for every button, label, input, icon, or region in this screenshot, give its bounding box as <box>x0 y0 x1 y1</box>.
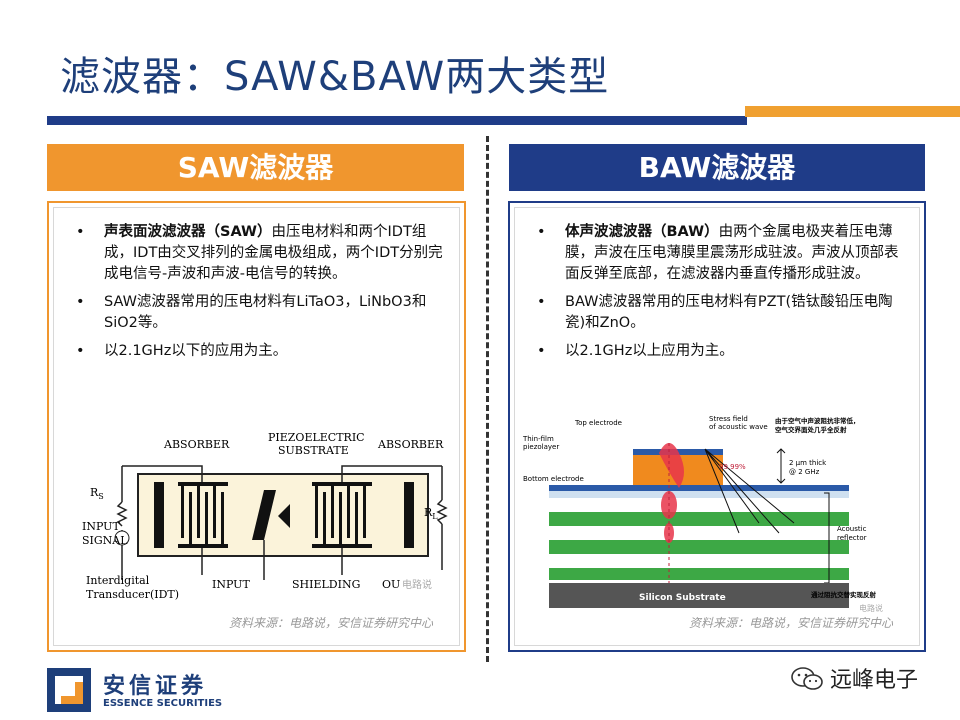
wechat-icon <box>791 667 823 690</box>
saw-input-source <box>114 530 130 546</box>
baw-silicon-substrate <box>549 583 849 608</box>
baw-label-grating: 通过阻抗交替实现反射 <box>811 590 877 599</box>
page-title: 滤波器：SAW&BAW两大类型 <box>60 54 610 100</box>
bullet-dot: • <box>76 343 85 359</box>
wechat-watermark: 远峰电子 <box>790 658 950 698</box>
saw-label-idt2: Transducer(IDT) <box>86 588 179 601</box>
logo-text-en: ESSENCE SECURITIES <box>103 698 223 709</box>
baw-label-stress2: of acoustic wave <box>709 423 768 431</box>
saw-shielding-bar <box>252 490 276 540</box>
logo-text-cn: 安信证券 <box>103 674 208 699</box>
baw-bullet-1: • 体声波滤波器（BAW）由两个金属电极夹着压电薄膜，声波在压电薄膜里震荡形成驻波… <box>529 222 905 285</box>
saw-load-resistor <box>436 466 448 570</box>
saw-absorber-left <box>154 482 164 548</box>
baw-source: 资料来源：电路说，安信证券研究中心 <box>688 616 893 630</box>
saw-label-shielding: SHIELDING <box>292 578 360 591</box>
saw-label-absorber-left: ABSORBER <box>163 438 230 451</box>
title-underline-blue <box>47 116 747 125</box>
baw-layer-green-1 <box>549 512 849 526</box>
saw-absorber-right <box>404 482 414 548</box>
saw-bullet-2-text: SAW滤波器常用的压电材料有LiTaO3，LiNbO3和SiO2等。 <box>104 294 427 331</box>
saw-label-piezo1: PIEZOELECTRIC <box>268 431 365 444</box>
essence-logo: 安信证券 ESSENCE SECURITIES <box>47 664 247 716</box>
saw-label-output: OU <box>382 578 400 591</box>
title-underline-orange <box>745 106 960 117</box>
baw-label-substrate: Silicon Substrate <box>639 593 726 603</box>
saw-source-resistor <box>116 466 128 570</box>
saw-panel-inner: • 声表面波滤波器（SAW）由压电材料和两个IDT组成，IDT由交叉排列的金属电极… <box>53 207 460 646</box>
baw-label-thick1: 2 μm thick <box>789 459 827 467</box>
bullet-dot: • <box>537 294 546 310</box>
baw-reflection-lines <box>704 448 795 534</box>
baw-electrode-gap <box>549 491 849 498</box>
saw-bullet-3: • 以2.1GHz以下的应用为主。 <box>68 341 445 362</box>
column-divider <box>486 136 489 662</box>
saw-label-input-signal1: INPUT <box>82 520 120 533</box>
baw-label-pct: 99.99% <box>719 463 746 471</box>
saw-label-rs: RS <box>90 486 104 501</box>
baw-layer-white-1 <box>549 498 849 512</box>
baw-label-thin-film2: piezolayer <box>523 443 559 451</box>
baw-bullet-2-text: BAW滤波器常用的压电材料有PZT(锆钛酸铅压电陶瓷)和ZnO。 <box>565 294 893 331</box>
baw-panel: • 体声波滤波器（BAW）由两个金属电极夹着压电薄膜，声波在压电薄膜里震荡形成驻波… <box>508 201 926 652</box>
baw-thickness-arrow <box>776 448 786 484</box>
bullet-dot: • <box>537 343 546 359</box>
saw-bullet-2: • SAW滤波器常用的压电材料有LiTaO3，LiNbO3和SiO2等。 <box>68 292 445 334</box>
saw-label-rl: RL <box>424 506 438 521</box>
saw-source: 资料来源：电路说，安信证券研究中心 <box>228 616 433 630</box>
baw-bottom-electrode <box>549 485 849 491</box>
baw-layer-green-2 <box>549 540 849 554</box>
saw-idt-right <box>312 482 372 548</box>
baw-bullet-3: • 以2.1GHz以上应用为主。 <box>529 341 905 362</box>
baw-watermark: 电路说 <box>859 603 883 613</box>
saw-idt-left <box>178 482 228 548</box>
bullet-dot: • <box>76 224 85 240</box>
baw-label-note1: 由于空气中声波阻抗非常低， <box>775 416 860 425</box>
baw-label-thick2: @ 2 GHz <box>789 468 820 476</box>
baw-bullet-2: • BAW滤波器常用的压电材料有PZT(锆钛酸铅压电陶瓷)和ZnO。 <box>529 292 905 334</box>
baw-label-note2: 空气交界面处几乎全反射 <box>775 425 847 434</box>
saw-label-input: INPUT <box>212 578 250 591</box>
saw-label-piezo2: SUBSTRATE <box>278 444 349 457</box>
baw-bullet-1-bold: 体声波滤波器（BAW） <box>565 224 719 240</box>
essence-logo-icon <box>47 668 91 712</box>
saw-watermark: 电路说 <box>402 578 432 591</box>
saw-header: SAW滤波器 <box>47 144 464 191</box>
baw-layer-white-2 <box>549 526 849 540</box>
saw-label-absorber-right: ABSORBER <box>377 438 444 451</box>
baw-layer-white-3 <box>549 554 849 568</box>
bullet-dot: • <box>76 294 85 310</box>
saw-diagram: ABSORBER PIEZOELECTRIC SUBSTRATE ABSORBE… <box>82 431 448 601</box>
baw-label-thin-film1: Thin-film <box>522 435 554 443</box>
baw-label-stress1: Stress field <box>709 415 748 423</box>
saw-bullet-3-text: 以2.1GHz以下的应用为主。 <box>104 343 288 359</box>
baw-label-bottom-electrode: Bottom electrode <box>523 475 584 483</box>
baw-diagram: Top electrode Thin-film piezolayer Botto… <box>522 415 883 613</box>
baw-label-acoustic1: Acoustic <box>837 525 867 533</box>
saw-wiring <box>121 465 442 580</box>
baw-bullet-list: • 体声波滤波器（BAW）由两个金属电极夹着压电薄膜，声波在压电薄膜里震荡形成驻波… <box>529 222 905 369</box>
baw-header: BAW滤波器 <box>509 144 925 191</box>
baw-wave-peak <box>659 443 684 488</box>
saw-bullet-list: • 声表面波滤波器（SAW）由压电材料和两个IDT组成，IDT由交叉排列的金属电极… <box>68 222 445 369</box>
saw-label-idt1: Interdigital <box>86 574 150 587</box>
saw-wave-arrow <box>278 504 290 528</box>
baw-panel-inner: • 体声波滤波器（BAW）由两个金属电极夹着压电薄膜，声波在压电薄膜里震荡形成驻波… <box>514 207 920 646</box>
baw-label-acoustic2: reflector <box>837 534 867 542</box>
baw-layer-green-3 <box>549 568 849 580</box>
saw-bullet-1-bold: 声表面波滤波器（SAW） <box>104 224 272 240</box>
baw-bullet-3-text: 以2.1GHz以上应用为主。 <box>565 343 734 359</box>
saw-panel: • 声表面波滤波器（SAW）由压电材料和两个IDT组成，IDT由交叉排列的金属电极… <box>47 201 466 652</box>
baw-bullet-1-text: 由两个金属电极夹着压电薄膜，声波在压电薄膜里震荡形成驻波。声波从顶部表面反弹至底… <box>565 224 899 282</box>
saw-bullet-1: • 声表面波滤波器（SAW）由压电材料和两个IDT组成，IDT由交叉排列的金属电极… <box>68 222 445 285</box>
wechat-account-name: 远峰电子 <box>830 668 919 693</box>
bullet-dot: • <box>537 224 546 240</box>
saw-bullet-1-text: 由压电材料和两个IDT组成，IDT由交叉排列的金属电极组成，两个IDT分别完成电… <box>104 224 443 282</box>
saw-label-input-signal2: SIGNAL <box>82 534 128 547</box>
baw-label-top-electrode: Top electrode <box>574 419 622 427</box>
